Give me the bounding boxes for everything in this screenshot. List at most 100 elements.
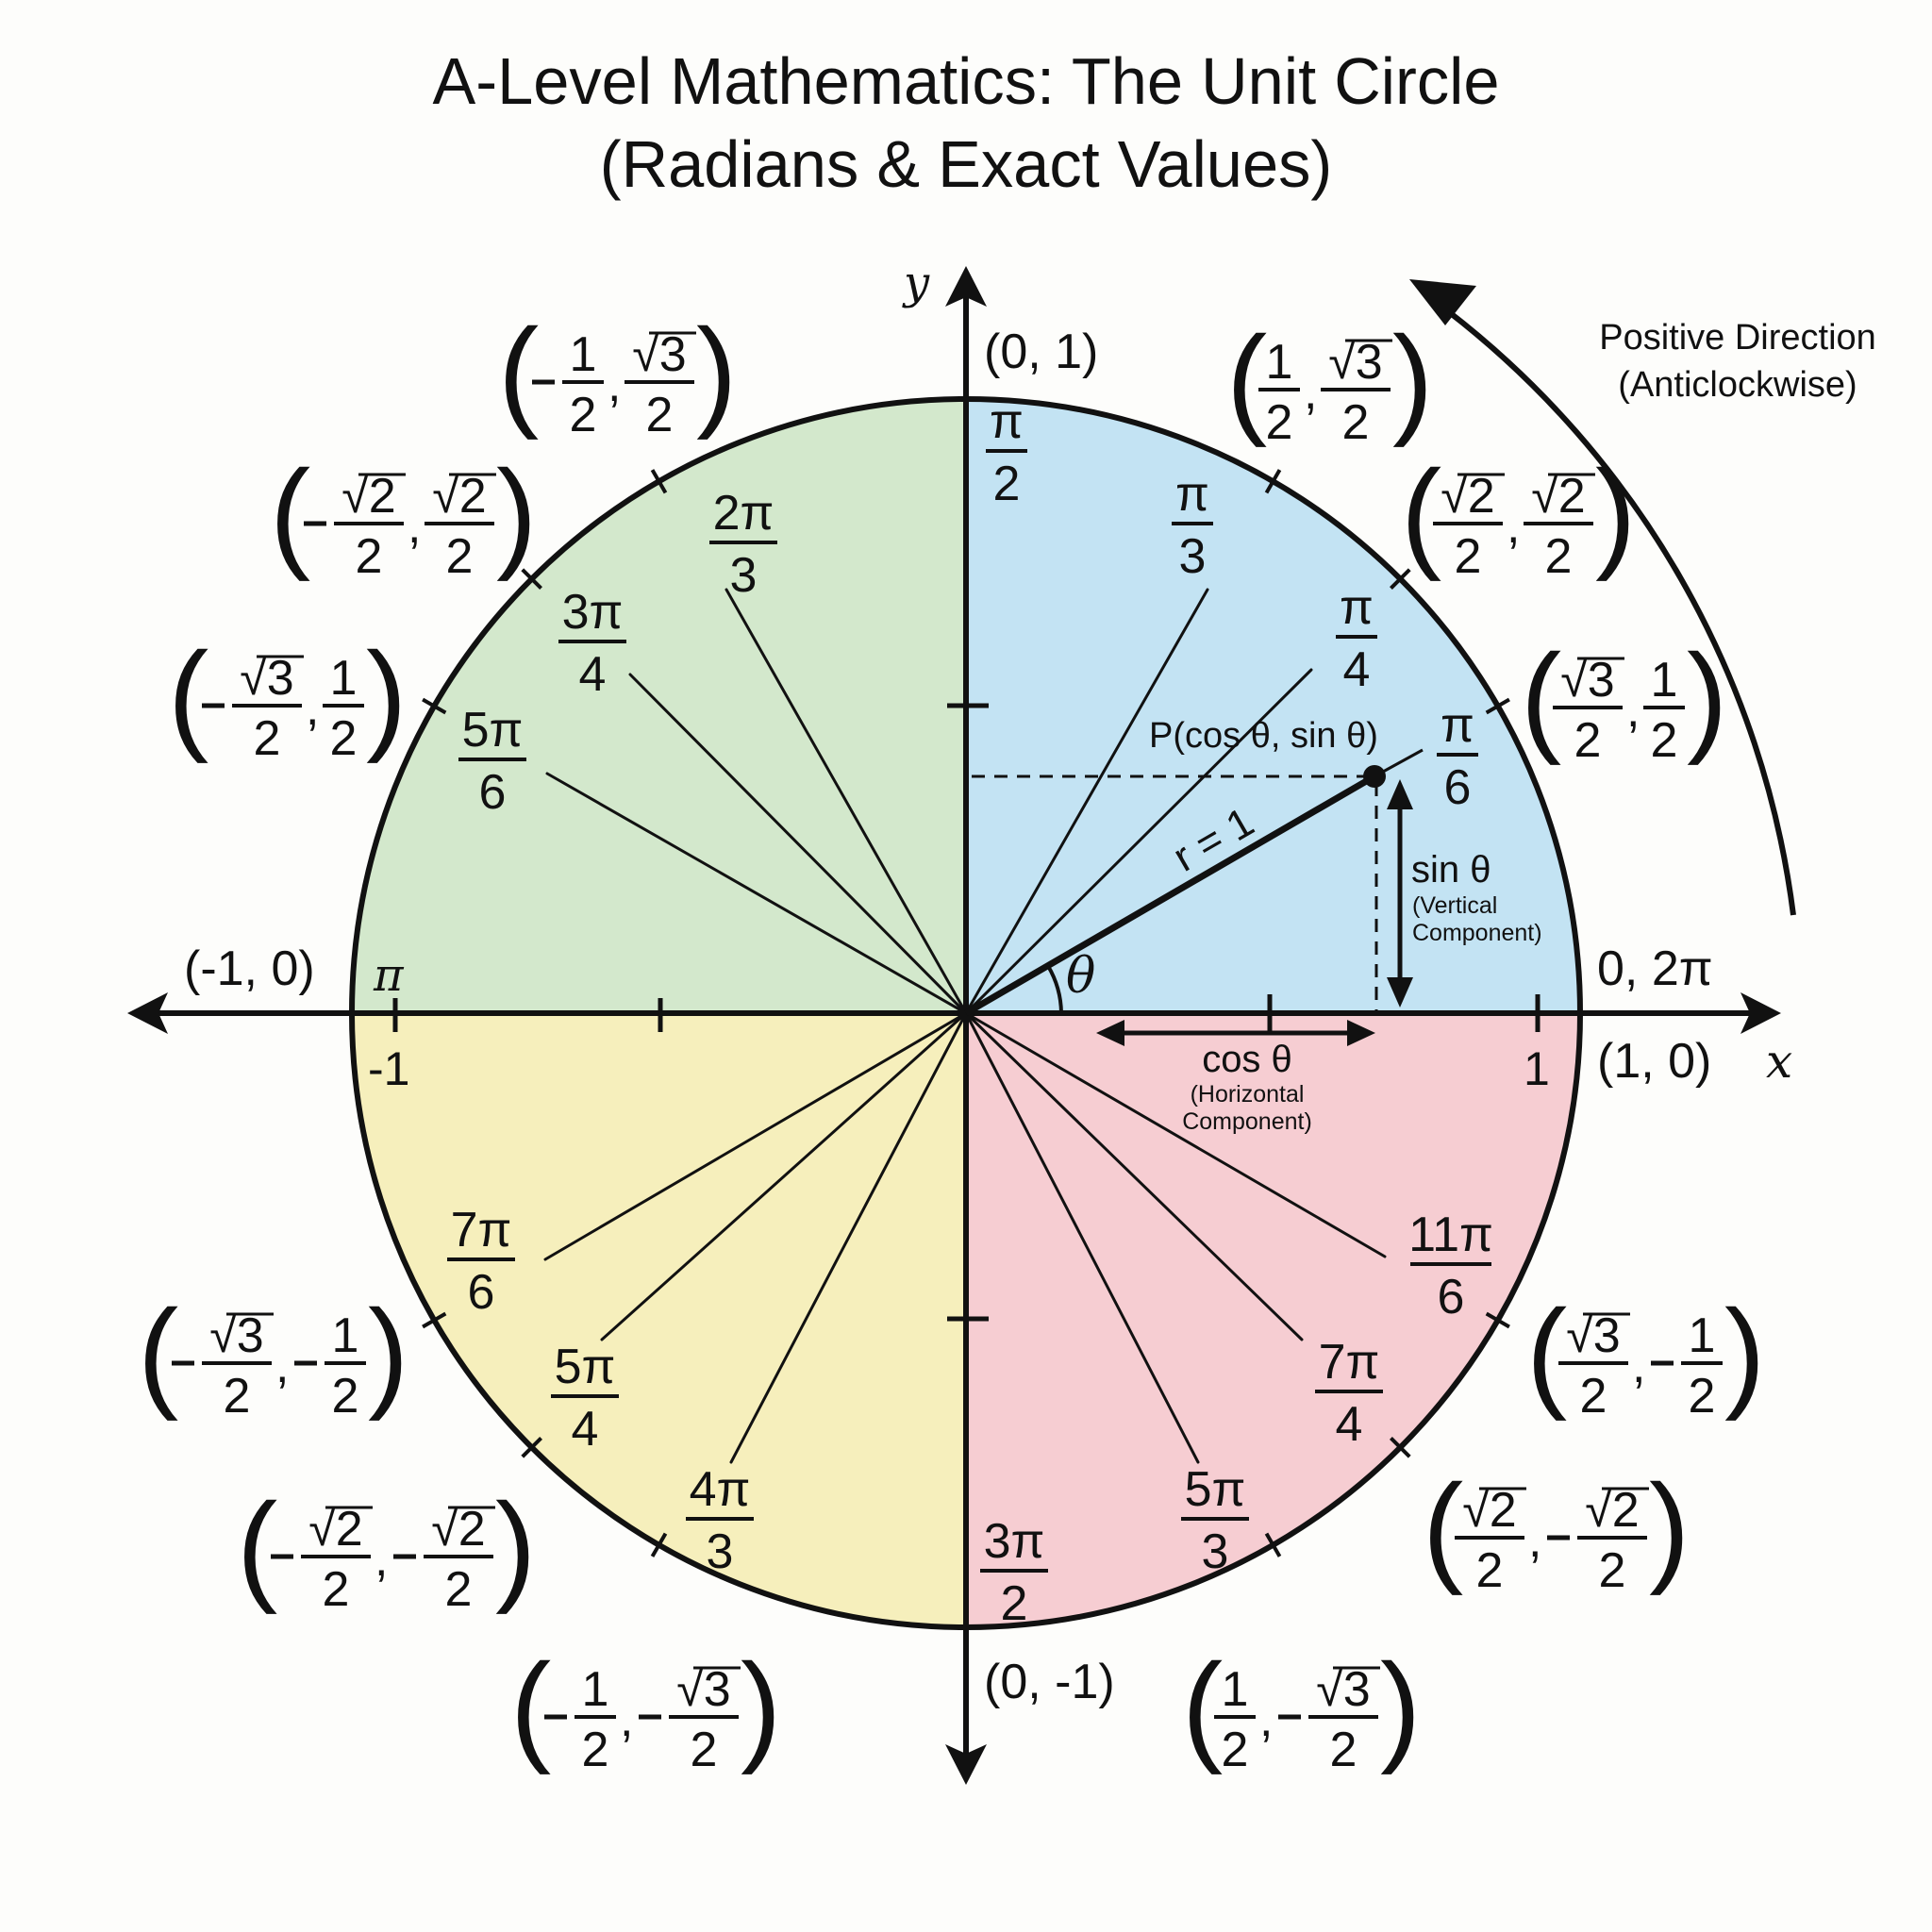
circumference-tick xyxy=(521,1437,542,1458)
cos-arrow xyxy=(1096,1020,1375,1046)
y-coordinate-denominator: 2 xyxy=(1545,529,1573,584)
x-coordinate-numerator: √3 xyxy=(1560,653,1614,708)
circumference-tick xyxy=(1485,1311,1510,1329)
right-paren: ) xyxy=(1724,1284,1765,1422)
y-coordinate-numerator: √2 xyxy=(1585,1483,1639,1538)
title-line-1: A-Level Mathematics: The Unit Circle xyxy=(432,44,1500,118)
angle-numerator: 5π xyxy=(555,1340,616,1394)
left-paren: ( xyxy=(1401,444,1441,582)
y-coordinate-numerator: √2 xyxy=(431,1502,485,1557)
theta-arc xyxy=(1046,964,1063,1014)
exact-coordinate-label: (√22,√22) xyxy=(270,444,537,584)
cos-sub-2: Component) xyxy=(1182,1108,1312,1135)
left-paren: ( xyxy=(1521,628,1561,766)
angle-numerator: π xyxy=(1441,698,1474,753)
comma: , xyxy=(620,1692,633,1747)
radial-line xyxy=(964,1011,1304,1341)
theta-label: θ xyxy=(1066,948,1095,1005)
y-axis xyxy=(945,266,987,1785)
y-coordinate-numerator: 1 xyxy=(332,1308,359,1363)
point-p-label: P(cos θ, sin θ) xyxy=(1149,716,1378,756)
positive-direction-arrow xyxy=(1409,279,1796,916)
angle-label: 5π6 xyxy=(458,703,526,820)
point-right-label: (1, 0) xyxy=(1597,1034,1711,1089)
angle-label: π3 xyxy=(1172,467,1213,584)
x-coordinate-numerator: √3 xyxy=(1566,1308,1620,1363)
exact-coordinate-label: (√22,√22) xyxy=(1423,1458,1690,1598)
left-paren: ( xyxy=(510,1638,551,1775)
radial-line xyxy=(964,668,1313,1015)
x-coordinate-numerator: 1 xyxy=(570,327,597,382)
circumference-tick xyxy=(1390,568,1411,590)
x-axis-right-arrow-icon xyxy=(1740,992,1781,1034)
left-paren: ( xyxy=(1226,310,1267,448)
angle-numerator: 11π xyxy=(1408,1208,1493,1262)
y-coordinate-numerator: √2 xyxy=(432,469,486,524)
y-coordinate-numerator: √3 xyxy=(676,1662,730,1717)
x-coordinate-denominator: 2 xyxy=(254,711,281,766)
angle-denominator: 3 xyxy=(1202,1524,1229,1579)
left-paren: ( xyxy=(1182,1638,1223,1775)
right-paren: ) xyxy=(496,444,537,582)
y-coordinate-denominator: 2 xyxy=(1330,1723,1357,1777)
angle-numerator: π xyxy=(990,394,1024,449)
angle-denominator: 6 xyxy=(479,765,507,820)
x-coordinate-denominator: 2 xyxy=(224,1369,251,1424)
angle-denominator: 2 xyxy=(993,457,1021,511)
angle-numerator: 5π xyxy=(1185,1462,1246,1517)
exact-coordinate-label: (√32,12) xyxy=(168,626,407,766)
circumference-tick xyxy=(1390,1437,1411,1458)
x-coordinate-numerator: √2 xyxy=(308,1502,362,1557)
comma: , xyxy=(1528,1513,1541,1568)
tick-pos-label: 1 xyxy=(1524,1042,1550,1095)
sin-sub-2: Component) xyxy=(1412,920,1542,946)
direction-label-2: (Anticlockwise) xyxy=(1618,365,1857,405)
right-paren: ) xyxy=(696,303,737,441)
angle-label: 3π2 xyxy=(980,1514,1048,1631)
y-coordinate-denominator: 2 xyxy=(691,1723,718,1777)
circumference-tick xyxy=(650,1532,668,1557)
x-axis-label: x xyxy=(1766,1034,1792,1089)
angle-denominator: 4 xyxy=(1343,642,1371,697)
annotations: y x (0, 1) (0, -1) (-1, 0) (1, 0) 0, 2π … xyxy=(184,257,1876,1709)
left-paren: ( xyxy=(138,1284,178,1422)
right-paren: ) xyxy=(741,1638,781,1775)
y-coordinate-denominator: 2 xyxy=(446,529,474,584)
x-coordinate-numerator: √3 xyxy=(209,1308,263,1363)
x-coordinate-denominator: 2 xyxy=(570,388,597,442)
sin-sub-1: (Vertical xyxy=(1412,892,1497,919)
right-paren: ) xyxy=(495,1477,536,1615)
exact-coordinate-label: (√32,12) xyxy=(1521,628,1727,768)
y-coordinate-numerator: √2 xyxy=(1531,469,1585,524)
comma: , xyxy=(608,358,621,412)
radial-line xyxy=(964,1011,1387,1258)
y-coordinate-numerator: 1 xyxy=(1651,653,1678,708)
zero-two-pi-label: 0, 2π xyxy=(1597,941,1713,996)
x-coordinate-denominator: 2 xyxy=(323,1562,350,1617)
page-title: A-Level Mathematics: The Unit Circle (Ra… xyxy=(19,40,1912,206)
comma: , xyxy=(275,1339,289,1393)
x-coordinate-denominator: 2 xyxy=(1574,713,1602,768)
right-paren: ) xyxy=(1687,628,1727,766)
radial-line xyxy=(545,772,968,1015)
y-coordinate-denominator: 2 xyxy=(646,388,674,442)
y-coordinate-numerator: √3 xyxy=(632,327,686,382)
radial-line xyxy=(964,588,1209,1015)
tick-neg-label: -1 xyxy=(368,1042,409,1095)
x-coordinate-denominator: 2 xyxy=(582,1723,609,1777)
sin-arrow xyxy=(1387,779,1413,1008)
x-coordinate-numerator: 1 xyxy=(1222,1662,1249,1717)
x-coordinate-numerator: 1 xyxy=(582,1662,609,1717)
angle-numerator: 3π xyxy=(984,1514,1045,1569)
x-coordinate-denominator: 2 xyxy=(1580,1369,1607,1424)
radial-line xyxy=(543,1011,968,1261)
comma: , xyxy=(1632,1339,1645,1393)
angle-label: 7π6 xyxy=(447,1203,515,1320)
angle-label: π6 xyxy=(1437,698,1478,815)
angle-numerator: 4π xyxy=(690,1462,751,1517)
circumference-tick xyxy=(1264,469,1282,494)
angle-label: 3π4 xyxy=(558,585,626,702)
x-coordinate-denominator: 2 xyxy=(1455,529,1482,584)
